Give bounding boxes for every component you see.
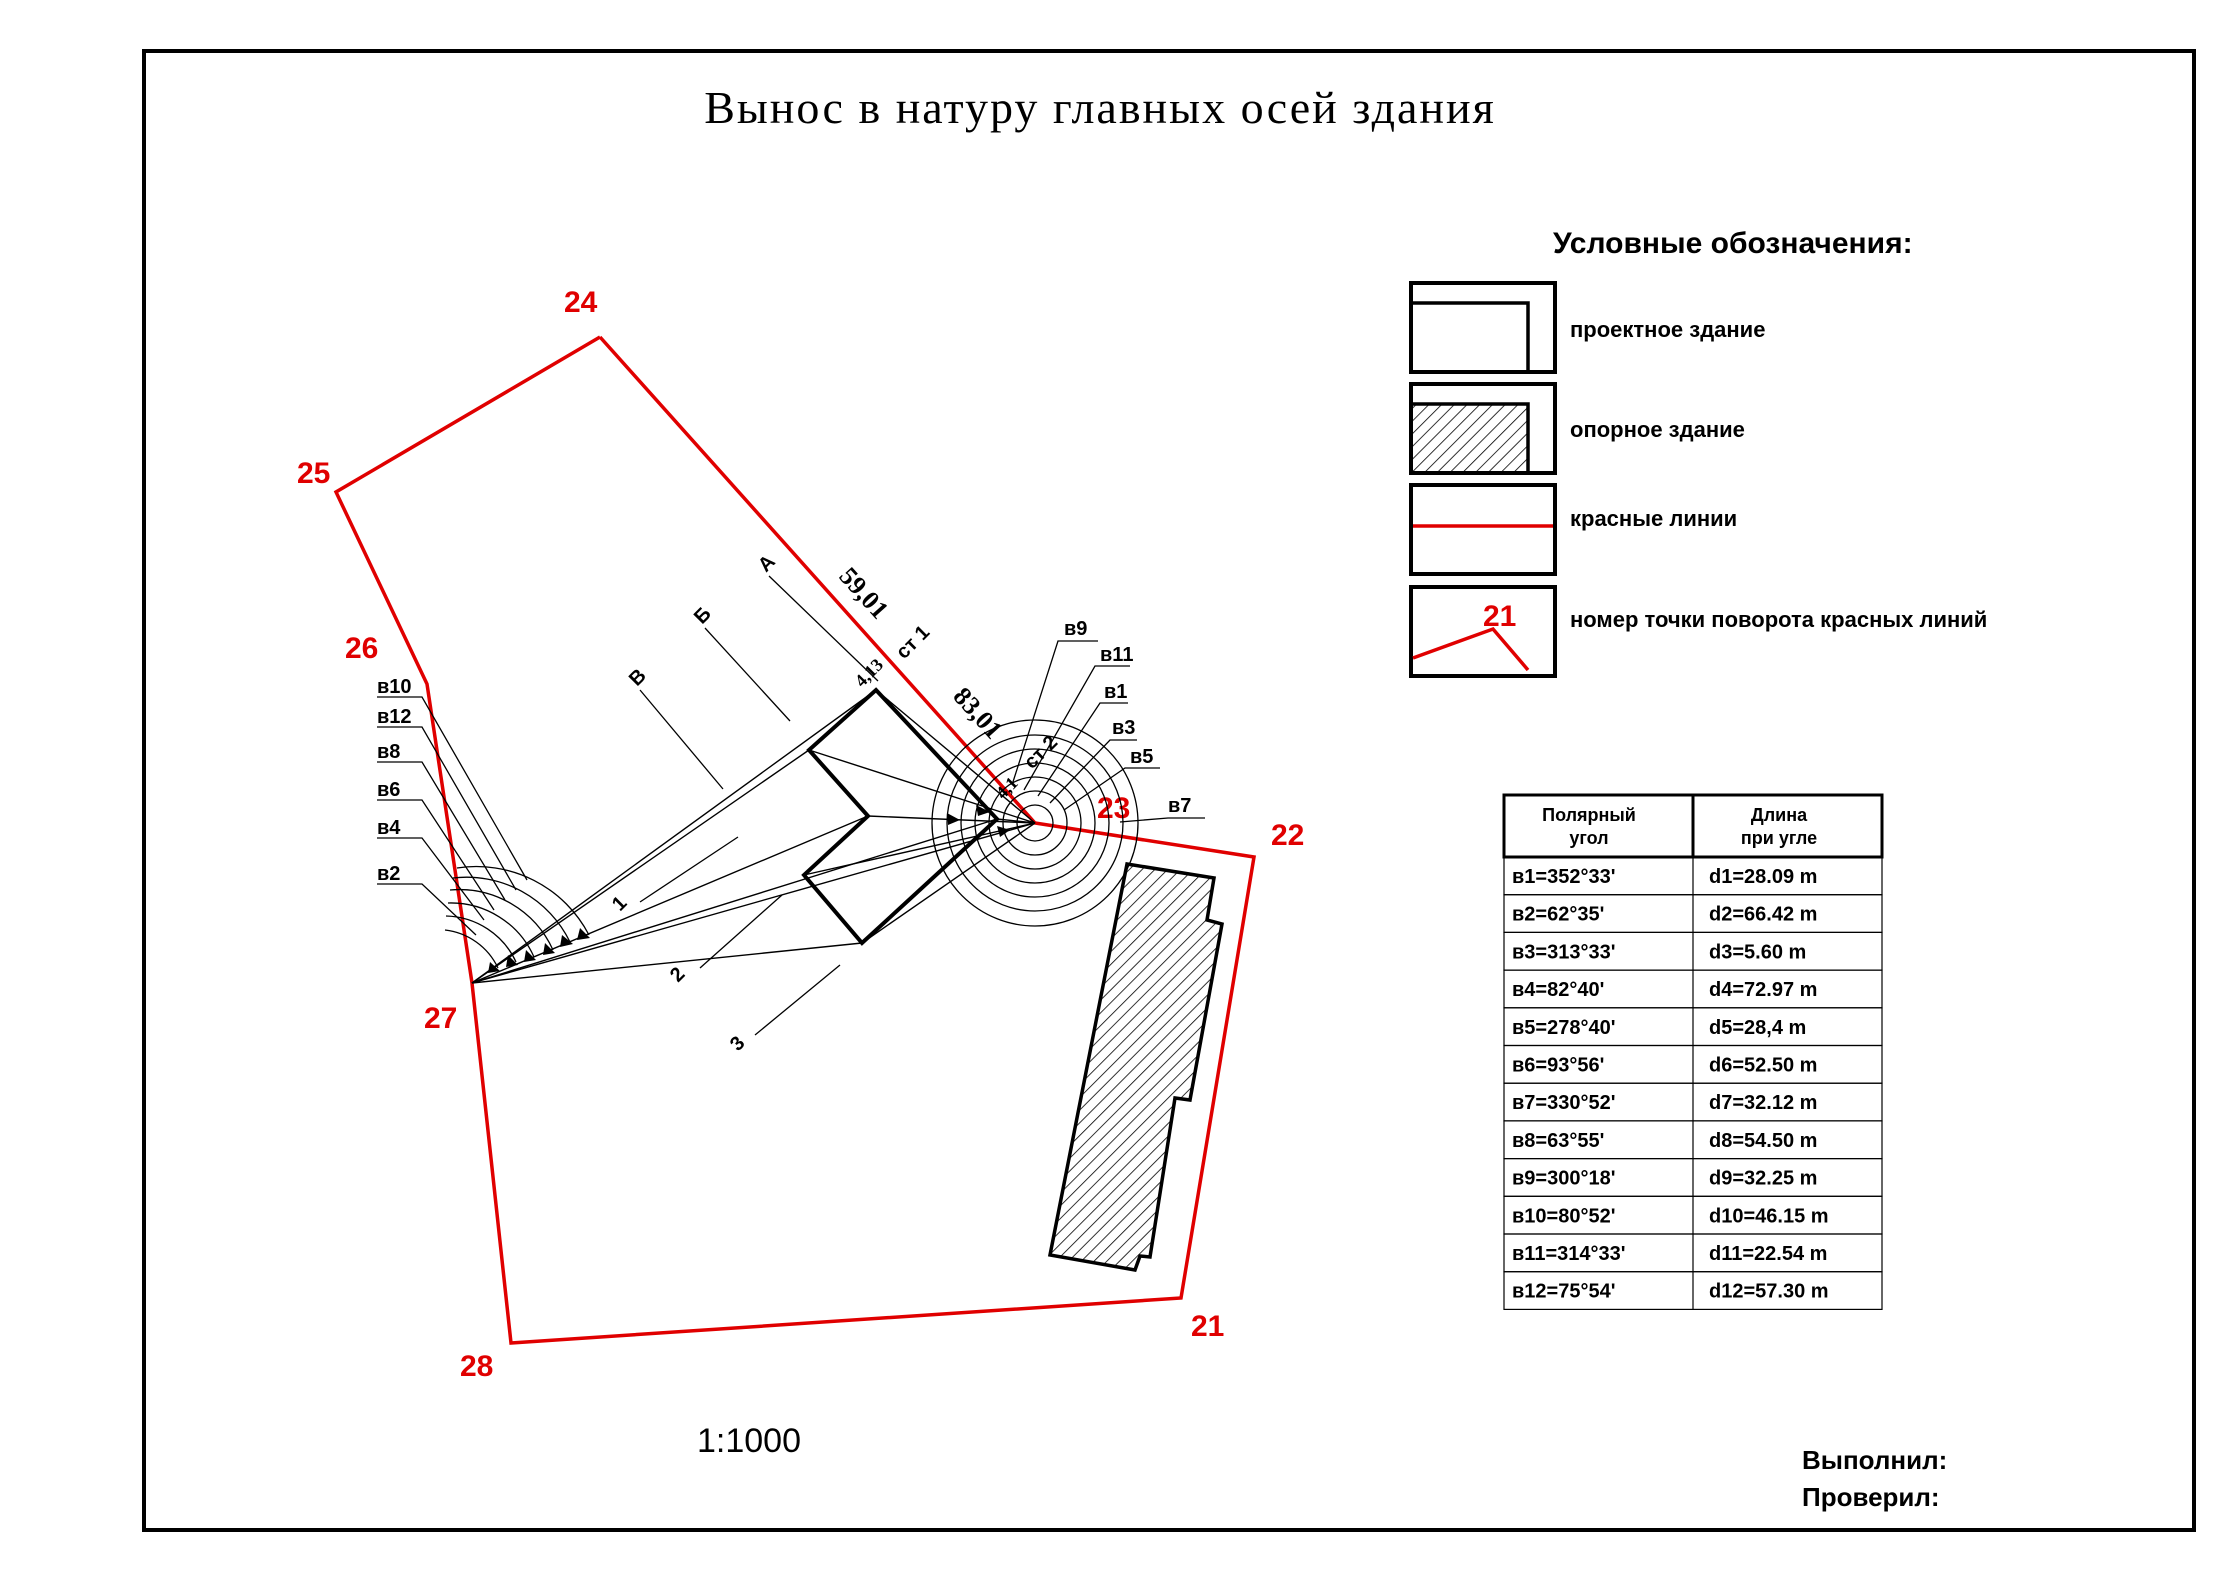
- table-cell-angle: в5=278°40': [1512, 1017, 1615, 1039]
- table-cell-angle: в6=93°56': [1512, 1055, 1604, 1077]
- legend-label-red-lines: красные линии: [1570, 506, 1737, 531]
- polar-table-body: в1=352°33' d1=28.09 m в2=62°35' d2=66.42 m в…: [1503, 856, 1883, 1310]
- ray-arrowheads: [488, 805, 1010, 973]
- table-cell-length: d6=52.50 m: [1709, 1055, 1817, 1077]
- axis-label-V: В: [625, 665, 651, 691]
- left-angle-labels: в10 в12 в8 в6 в4 в2: [377, 676, 412, 885]
- axis-label-3: 3: [726, 1032, 749, 1055]
- sheet-frame: [142, 49, 2196, 1532]
- table-cell-length: d10=46.15 m: [1709, 1205, 1829, 1227]
- drawing-title: Вынос в натуру главных осей здания: [704, 82, 1496, 133]
- angle-label-v6: в6: [377, 779, 400, 801]
- table-cell-angle: в10=80°52': [1512, 1205, 1615, 1227]
- point-26-label: 26: [345, 632, 378, 665]
- table-header-angle-line2: угол: [1569, 828, 1608, 848]
- table-cell-angle: в8=63°55': [1512, 1130, 1604, 1152]
- point-27-angle-arcs: [444, 865, 590, 969]
- signature-done: Выполнил:: [1802, 1445, 1947, 1475]
- legend-box-turn-point: [1409, 585, 1557, 678]
- legend-turn-point-symbol: [1412, 626, 1530, 672]
- legend-label-reference-building: опорное здание: [1570, 417, 1745, 442]
- table-header-angle-line1: Полярный: [1542, 805, 1636, 825]
- legend-design-building-symbol: [1411, 301, 1530, 372]
- angle-label-v11: в11: [1100, 644, 1133, 666]
- angle-label-v5: в5: [1130, 746, 1153, 768]
- table-cell-angle: в2=62°35': [1512, 904, 1604, 926]
- station-2-angle-arcs: [931, 719, 1139, 927]
- table-cell-angle: в3=313°33': [1512, 941, 1615, 963]
- legend: Условные обозначения: проектное здание о…: [1409, 227, 1987, 678]
- axis-label-B: Б: [690, 603, 716, 629]
- axis-label-A: А: [754, 551, 780, 577]
- point-28-label: 28: [460, 1350, 493, 1383]
- angle-label-v10: в10: [377, 676, 412, 698]
- right-angle-callouts: [1011, 640, 1205, 823]
- axis-labels: А Б В 1 2 3: [608, 551, 780, 1056]
- legend-label-turn-point: номер точки поворота красных линий: [1570, 607, 1987, 632]
- table-cell-length: d4=72.97 m: [1709, 979, 1817, 1001]
- legend-box-red-lines: [1409, 483, 1557, 576]
- reference-building: [1047, 862, 1225, 1272]
- station-1-label: ст 1: [892, 621, 934, 663]
- angle-label-v4: в4: [377, 817, 401, 839]
- point-21-label: 21: [1191, 1310, 1224, 1343]
- axis-leader-lines: [639, 575, 879, 1036]
- table-header-length-line1: Длина: [1751, 805, 1808, 825]
- axis-label-1: 1: [608, 892, 631, 915]
- table-cell-angle: в7=330°52': [1512, 1092, 1615, 1114]
- table-cell-length: d12=57.30 m: [1709, 1281, 1829, 1303]
- table-cell-length: d7=32.12 m: [1709, 1092, 1817, 1114]
- legend-title: Условные обозначения:: [1553, 227, 1913, 260]
- table-cell-length: d2=66.42 m: [1709, 904, 1817, 926]
- table-header-length-line2: при угле: [1741, 828, 1817, 848]
- point-22-label: 22: [1271, 819, 1304, 852]
- angle-label-v1: в1: [1104, 681, 1127, 703]
- left-angle-callouts: [377, 696, 528, 936]
- signature-checked: Проверил:: [1802, 1482, 1940, 1512]
- boundary-point-labels: 24 25 26 27 28 21 22 23: [297, 286, 1304, 1383]
- scale-label: 1:1000: [697, 1422, 801, 1460]
- table-cell-length: d9=32.25 m: [1709, 1168, 1817, 1190]
- angle-label-v2: в2: [377, 863, 400, 885]
- angle-label-v12: в12: [377, 706, 412, 728]
- polar-table: Полярный угол Длина при угле в1=352°33' d…: [1502, 793, 1884, 1310]
- point-27-rays: [471, 689, 1036, 984]
- right-angle-labels: в9 в11 в1 в3 в5 в7: [1064, 618, 1191, 817]
- table-cell-angle: в12=75°54': [1512, 1281, 1615, 1303]
- angle-label-v7: в7: [1168, 795, 1191, 817]
- table-cell-length: d1=28.09 m: [1709, 866, 1817, 888]
- table-cell-angle: в9=300°18': [1512, 1168, 1615, 1190]
- legend-turn-point-number: 21: [1483, 600, 1516, 633]
- point-23-label: 23: [1097, 792, 1130, 825]
- distance-59-01: 59,01: [834, 562, 895, 625]
- point-25-label: 25: [297, 457, 330, 490]
- legend-reference-building-symbol: [1409, 402, 1530, 475]
- design-building: [801, 687, 1000, 946]
- table-cell-length: d5=28,4 m: [1709, 1017, 1806, 1039]
- point-27-label: 27: [424, 1002, 457, 1035]
- table-cell-length: d8=54.50 m: [1709, 1130, 1817, 1152]
- angle-label-v3: в3: [1112, 717, 1135, 739]
- legend-label-design-building: проектное здание: [1570, 317, 1765, 342]
- axis-label-2: 2: [666, 963, 689, 986]
- table-cell-angle: в4=82°40': [1512, 979, 1604, 1001]
- table-cell-length: d11=22.54 m: [1709, 1243, 1827, 1265]
- point-24-label: 24: [564, 286, 598, 319]
- table-cell-length: d3=5.60 m: [1709, 941, 1806, 963]
- legend-box-design-building: [1409, 281, 1557, 374]
- angle-label-v9: в9: [1064, 618, 1087, 640]
- table-cell-angle: в11=314°33': [1512, 1243, 1626, 1265]
- angle-label-v8: в8: [377, 741, 400, 763]
- table-cell-angle: в1=352°33': [1512, 866, 1615, 888]
